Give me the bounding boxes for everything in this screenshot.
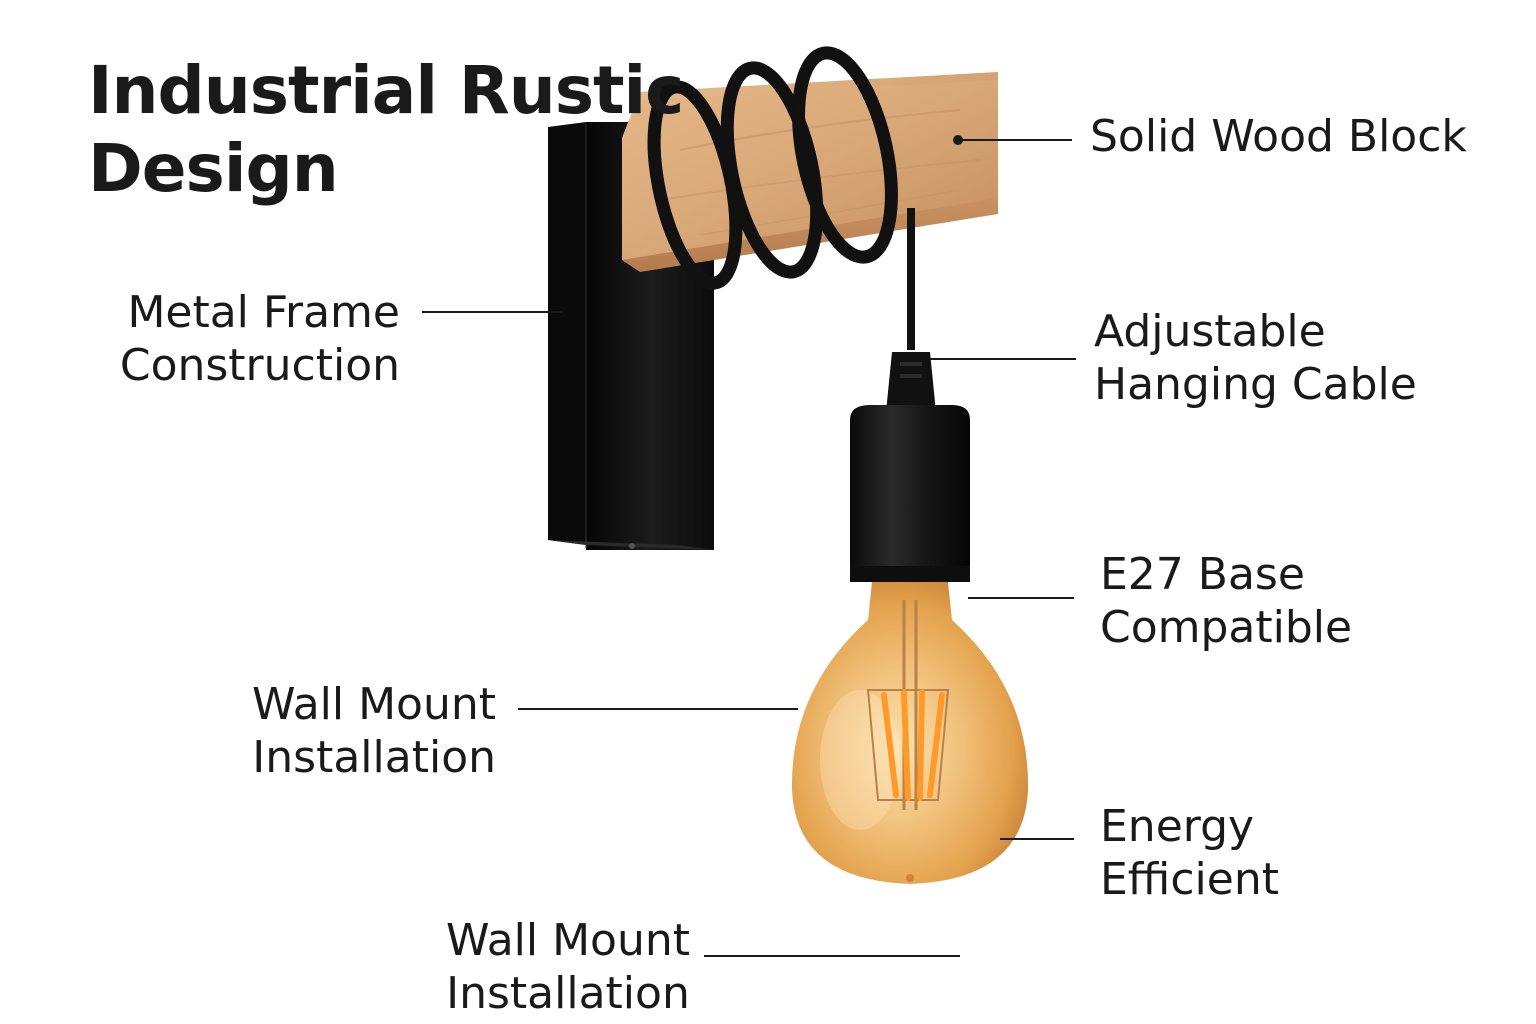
- title-line-2: Design: [88, 130, 339, 207]
- label-e27-base: E27 Base Compatible: [1100, 549, 1353, 653]
- label-solid-wood-block: Solid Wood Block: [1090, 111, 1467, 162]
- edison-bulb: [791, 582, 1029, 884]
- label-wall-mount-1: Wall Mount Installation: [252, 679, 496, 783]
- leader-wall-mount-1: [518, 708, 798, 710]
- leader-wall-mount-2: [704, 955, 960, 957]
- lamp-socket: [850, 405, 970, 582]
- cable-coils: [647, 46, 898, 290]
- hanging-cable: [886, 208, 936, 412]
- label-adjustable-cable: Adjustable Hanging Cable: [1094, 306, 1417, 410]
- leader-cable: [930, 358, 1076, 360]
- page-title: Industrial Rustic Design: [88, 52, 684, 208]
- label-wall-mount-2: Wall Mount Installation: [446, 915, 690, 1019]
- label-metal-frame: Metal Frame Construction: [119, 287, 400, 391]
- leader-solid-wood: [962, 139, 1072, 141]
- leader-energy: [1000, 838, 1074, 840]
- leader-base: [968, 597, 1074, 599]
- title-line-1: Industrial Rustic: [88, 52, 684, 129]
- leader-metal-frame: [422, 311, 562, 313]
- label-energy-efficient: Energy Efficient: [1100, 801, 1279, 905]
